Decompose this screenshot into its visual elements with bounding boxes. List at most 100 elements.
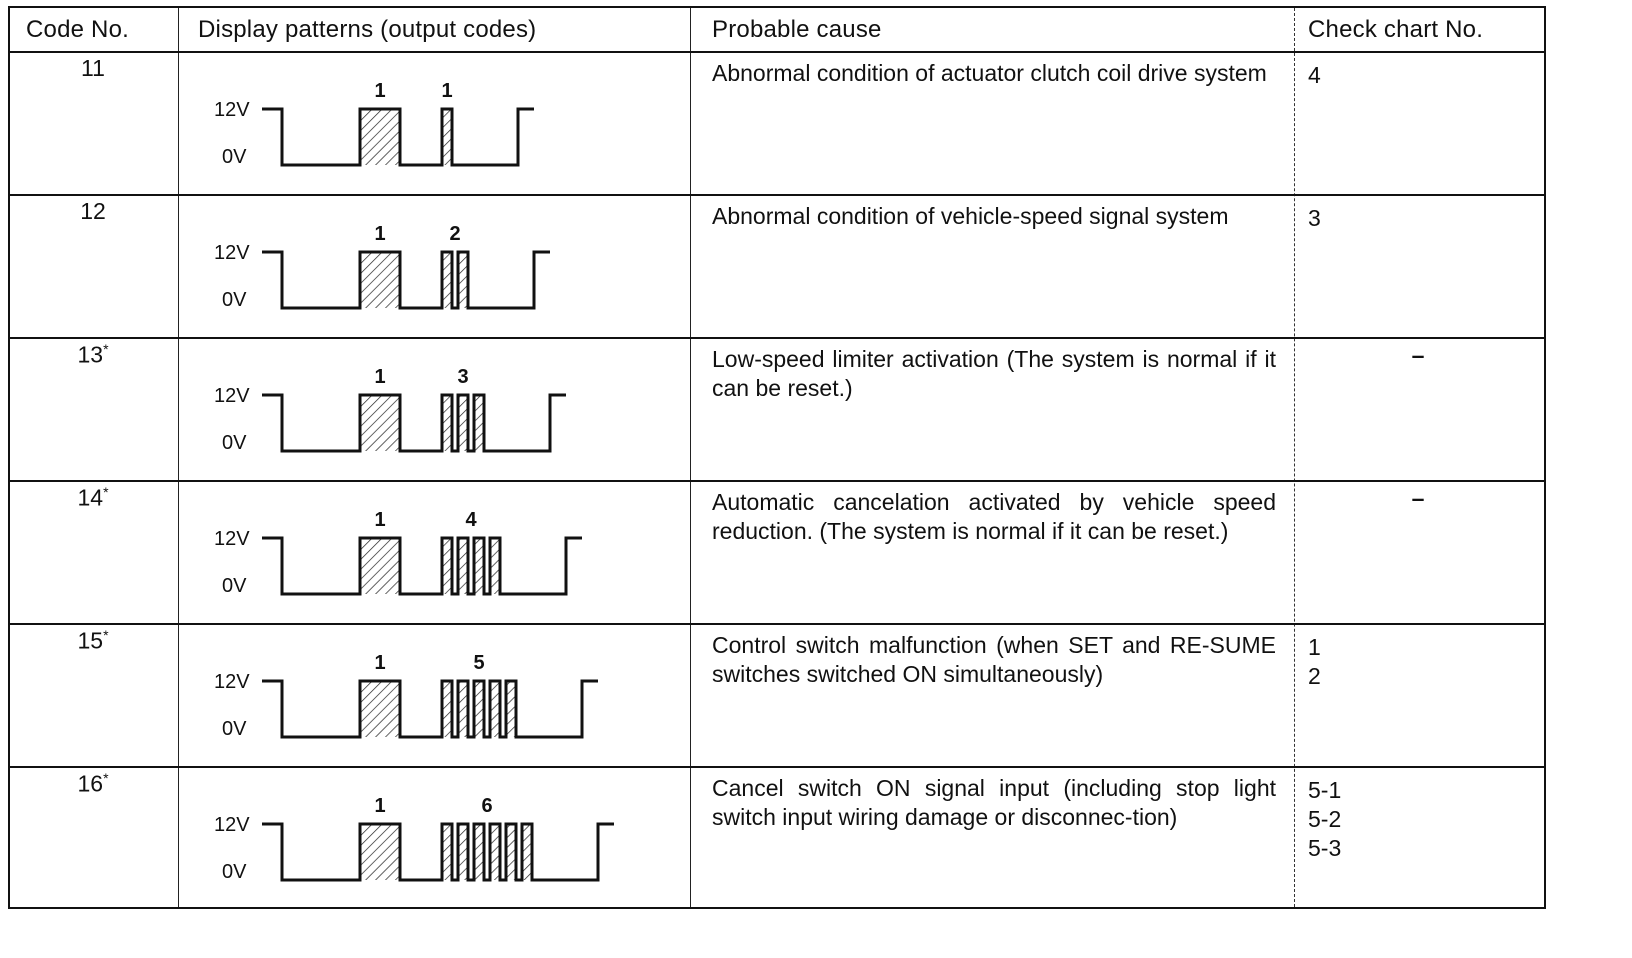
- output-code-waveform: 12V 0V 1 5: [214, 652, 598, 740]
- check-chart-number: –: [1308, 484, 1528, 513]
- voltage-label-12v: 12V: [214, 99, 250, 121]
- check-chart-value: –: [1411, 485, 1425, 511]
- pulse-count-label: 3: [457, 366, 468, 388]
- signal-trace: [262, 679, 598, 739]
- pulse-count-label: 1: [374, 80, 385, 102]
- voltage-label-0v: 0V: [222, 718, 247, 740]
- row-rule: [10, 480, 1544, 482]
- pulse-block-first: [360, 538, 400, 594]
- probable-cause-text: Cancel switch ON signal input (including…: [712, 775, 1276, 830]
- voltage-label-12v: 12V: [214, 671, 250, 693]
- asterisk-mark: *: [103, 627, 109, 643]
- pulse-block-second: [490, 538, 500, 594]
- signal-trace: [262, 536, 582, 596]
- code-number: 15*: [10, 627, 176, 655]
- asterisk-mark: *: [103, 770, 109, 786]
- voltage-label-0v: 0V: [222, 575, 247, 597]
- voltage-label-12v: 12V: [214, 528, 250, 550]
- pulse-block-first: [360, 395, 400, 451]
- header-check-chart: Check chart No.: [1308, 16, 1484, 43]
- pulse-count-label: 1: [374, 509, 385, 531]
- header-rule: [10, 51, 1544, 53]
- probable-cause-text: Abnormal condition of actuator clutch co…: [712, 60, 1267, 86]
- check-chart-value: 4: [1308, 62, 1321, 88]
- column-divider: [1294, 8, 1295, 907]
- check-chart-value: 5-3: [1308, 835, 1342, 861]
- voltage-label-0v: 0V: [222, 432, 247, 454]
- check-chart-value: 5-2: [1308, 806, 1342, 832]
- pulse-count-label: 1: [374, 795, 385, 817]
- voltage-label-12v: 12V: [214, 814, 250, 836]
- pulse-count-label: 1: [374, 652, 385, 674]
- pulse-block-second: [506, 681, 516, 737]
- pulse-count-label: 5: [473, 652, 484, 674]
- check-chart-value: 5-1: [1308, 777, 1342, 803]
- row-rule: [10, 337, 1544, 339]
- code-value: 11: [81, 55, 105, 81]
- check-chart-number: 3: [1308, 204, 1528, 233]
- code-number: 11: [10, 55, 176, 82]
- code-value: 15: [77, 627, 104, 654]
- row-rule: [10, 194, 1544, 196]
- asterisk-mark: *: [103, 484, 109, 500]
- voltage-label-0v: 0V: [222, 289, 247, 311]
- asterisk-mark: *: [103, 341, 109, 357]
- code-number: 13*: [10, 341, 176, 369]
- output-code-waveform: 12V 0V 1 1: [214, 80, 534, 168]
- header-probable-cause: Probable cause: [712, 16, 882, 43]
- output-code-waveform: 12V 0V 1 3: [214, 366, 566, 454]
- probable-cause-text: Abnormal condition of vehicle-speed sign…: [712, 203, 1229, 229]
- pulse-block-second: [458, 681, 468, 737]
- voltage-label-0v: 0V: [222, 146, 247, 168]
- pulse-count-label: 2: [449, 223, 460, 245]
- pulse-count-label: 1: [374, 366, 385, 388]
- code-value: 16: [77, 770, 104, 797]
- pulse-block-second: [490, 681, 500, 737]
- pulse-block-first: [360, 109, 400, 165]
- header-display-patterns: Display patterns (output codes): [198, 16, 537, 43]
- check-chart-value: –: [1411, 342, 1425, 368]
- signal-trace: [262, 107, 534, 167]
- code-number: 14*: [10, 484, 176, 512]
- pulse-block-second: [458, 538, 468, 594]
- pulse-block-second: [442, 824, 452, 880]
- check-chart-number: –: [1308, 341, 1528, 370]
- probable-cause-text: Automatic cancelation activated by vehic…: [712, 489, 1276, 544]
- pulse-block-second: [522, 824, 532, 880]
- code-value: 14: [77, 484, 104, 511]
- voltage-label-12v: 12V: [214, 385, 250, 407]
- voltage-label-12v: 12V: [214, 242, 250, 264]
- row-rule: [10, 766, 1544, 768]
- code-value: 13: [77, 341, 104, 368]
- check-chart-value: 3: [1308, 205, 1321, 231]
- pulse-count-label: 1: [441, 80, 452, 102]
- check-chart-value: 1: [1308, 634, 1321, 660]
- pulse-block-second: [474, 681, 484, 737]
- signal-trace: [262, 250, 550, 310]
- pulse-count-label: 4: [465, 509, 477, 531]
- pulse-block-second: [458, 252, 468, 308]
- pulse-block-second: [458, 824, 468, 880]
- code-number: 16*: [10, 770, 176, 798]
- pulse-block-first: [360, 681, 400, 737]
- check-chart-number: 4: [1308, 61, 1528, 90]
- pulse-block-second: [490, 824, 500, 880]
- header-code-no: Code No.: [26, 16, 129, 43]
- pulse-block-first: [360, 824, 400, 880]
- pulse-block-second: [474, 538, 484, 594]
- pulse-block-second: [506, 824, 516, 880]
- output-code-waveform: 12V 0V 1 4: [214, 509, 582, 597]
- diagnostic-code-table: Code No. Display patterns (output codes)…: [8, 6, 1546, 909]
- pulse-block-second: [474, 395, 484, 451]
- row-rule: [10, 623, 1544, 625]
- probable-cause-text: Low-speed limiter activation (The system…: [712, 346, 1276, 401]
